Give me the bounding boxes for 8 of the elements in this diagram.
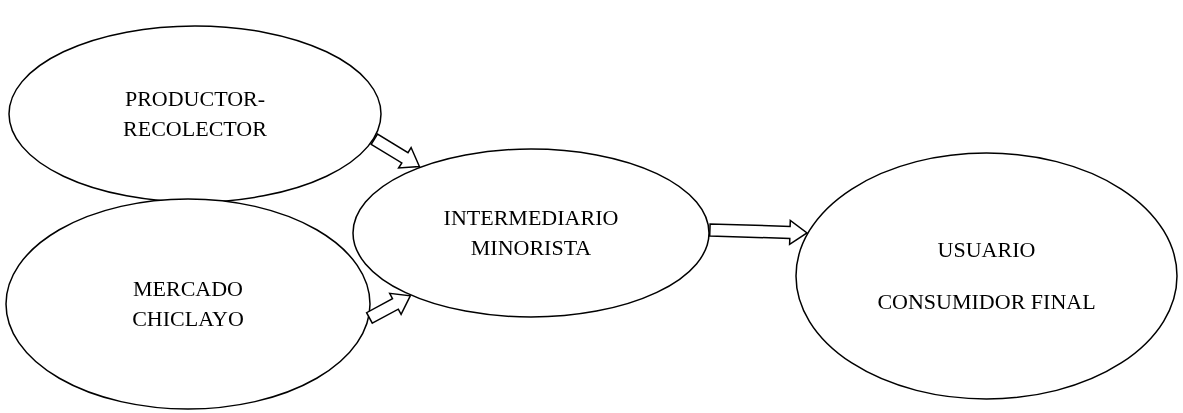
- block-arrow: [370, 133, 421, 169]
- block-arrow: [708, 218, 809, 246]
- node-label: MERCADO CHICLAYO: [131, 275, 245, 333]
- node-label: INTERMEDIARIO MINORISTA: [442, 204, 620, 262]
- node-label: USUARIO: [937, 236, 1036, 264]
- node-label: PRODUCTOR- RECOLECTOR: [122, 85, 268, 143]
- node-label: CONSUMIDOR FINAL: [877, 288, 1096, 316]
- block-arrow: [365, 292, 412, 325]
